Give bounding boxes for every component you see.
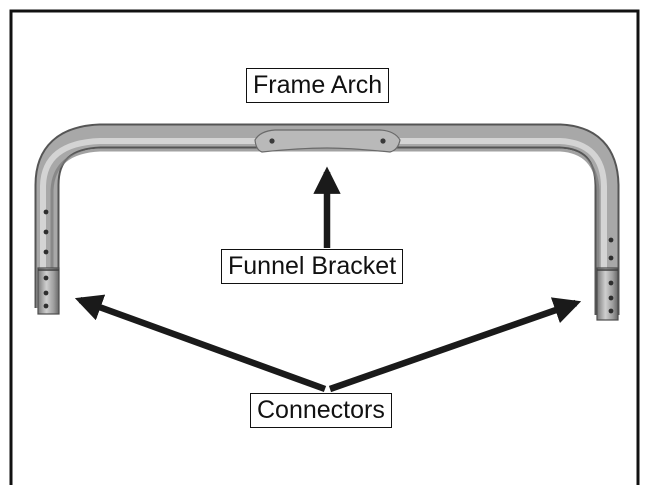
- connectors-arrow-right: [328, 297, 582, 393]
- funnel-bracket-label: Funnel Bracket: [221, 249, 404, 284]
- figure-border: [9, 9, 640, 485]
- frame-arch-label: Frame Arch: [246, 68, 390, 103]
- right-connector: [596, 237, 619, 321]
- connectors-label: Connectors: [250, 393, 392, 428]
- funnel-bracket-plate: [254, 129, 401, 153]
- connectors-arrow-left: [74, 294, 327, 393]
- left-connector: [37, 209, 60, 315]
